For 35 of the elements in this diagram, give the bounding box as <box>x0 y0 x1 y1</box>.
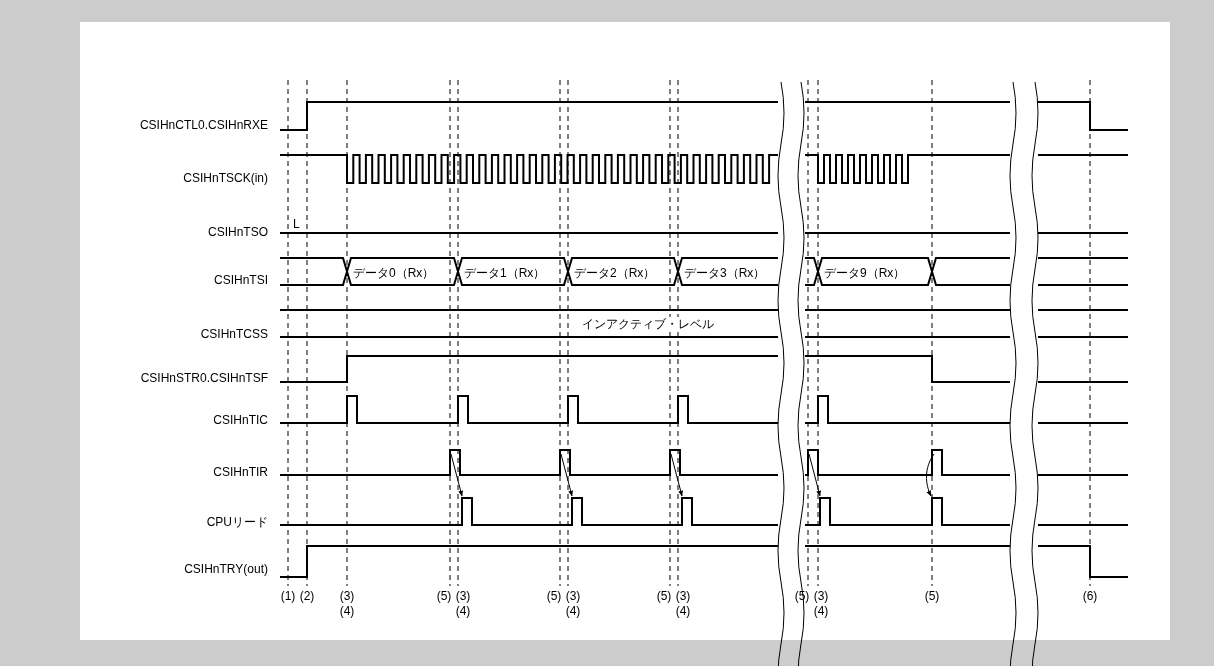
signal-name: CSIHnTCSS <box>200 327 268 341</box>
data-label: データ2（Rx） <box>574 266 656 280</box>
signal-name: CSIHnCTL0.CSIHnRXE <box>139 118 268 132</box>
data-label: データ3（Rx） <box>684 266 766 280</box>
timing-point-number: (5) <box>546 589 562 603</box>
signal-name: CSIHnTSCK(in) <box>183 171 268 185</box>
signal-name: CSIHnTRY(out) <box>184 562 268 576</box>
timing-point-number: (5) <box>656 589 672 603</box>
timing-point-number: (5) <box>924 589 940 603</box>
timing-point-number: (1) <box>280 589 296 603</box>
signal-name: CSIHnTSO <box>208 225 268 239</box>
timing-point-number: (3) <box>813 589 829 603</box>
timing-point-number: (2) <box>299 589 315 603</box>
data-label: データ0（Rx） <box>353 266 435 280</box>
signal-name: CSIHnTIR <box>213 465 268 479</box>
signal-name: CSIHnSTR0.CSIHnTSF <box>140 371 268 385</box>
timing-point-number: (4) <box>565 604 581 618</box>
signal-name: CSIHnTIC <box>213 413 268 427</box>
level-label: L <box>293 217 300 231</box>
timing-point-number: (3) <box>339 589 355 603</box>
timing-point-number: (3) <box>675 589 691 603</box>
timing-point-number: (5) <box>436 589 452 603</box>
signal-name: CPUリード <box>206 515 268 529</box>
data-label: データ9（Rx） <box>824 266 906 280</box>
signal-name: CSIHnTSI <box>214 273 268 287</box>
timing-point-number: (5) <box>794 589 810 603</box>
level-label: インアクティブ・レベル <box>580 317 716 331</box>
timing-point-number: (3) <box>565 589 581 603</box>
timing-point-number: (4) <box>455 604 471 618</box>
timing-point-number: (6) <box>1082 589 1098 603</box>
timing-point-number: (4) <box>339 604 355 618</box>
timing-point-number: (4) <box>675 604 691 618</box>
data-label: データ1（Rx） <box>464 266 546 280</box>
timing-point-number: (3) <box>455 589 471 603</box>
timing-point-number: (4) <box>813 604 829 618</box>
